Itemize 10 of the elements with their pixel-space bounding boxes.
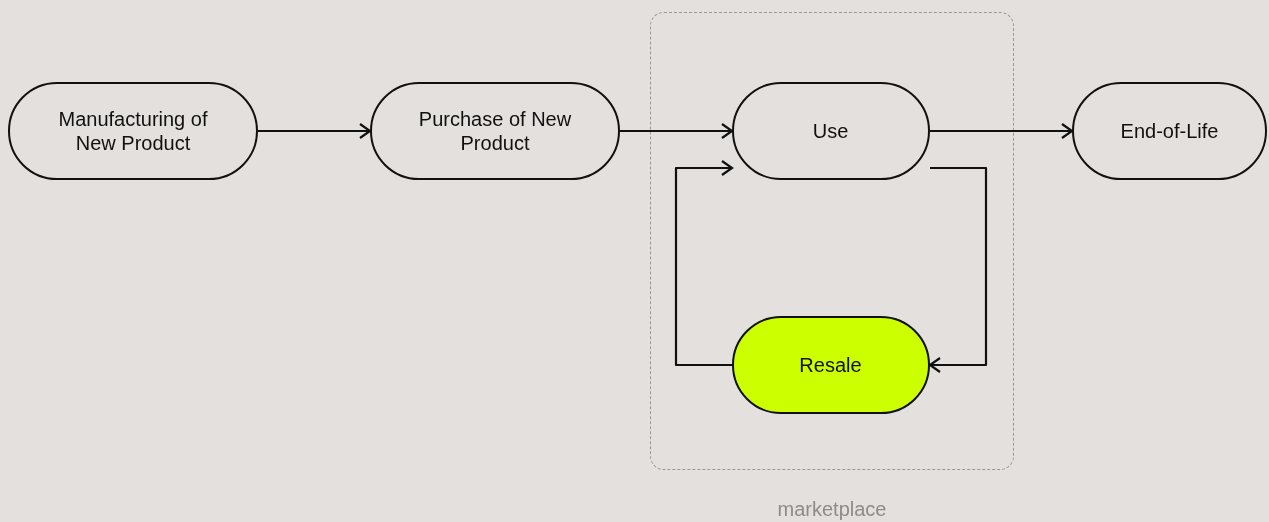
stage-label: Manufacturing of New Product	[57, 107, 209, 155]
stage-label: Resale	[798, 352, 863, 377]
stage-label: End-of-Life	[1119, 119, 1220, 143]
region-caption: marketplace	[776, 498, 888, 521]
stage-label: Purchase of New Product	[417, 107, 573, 155]
stage-label: Use	[811, 118, 850, 143]
arrow	[674, 159, 734, 367]
arrow	[928, 166, 988, 374]
arrow	[930, 122, 1074, 140]
arrow	[258, 122, 372, 140]
